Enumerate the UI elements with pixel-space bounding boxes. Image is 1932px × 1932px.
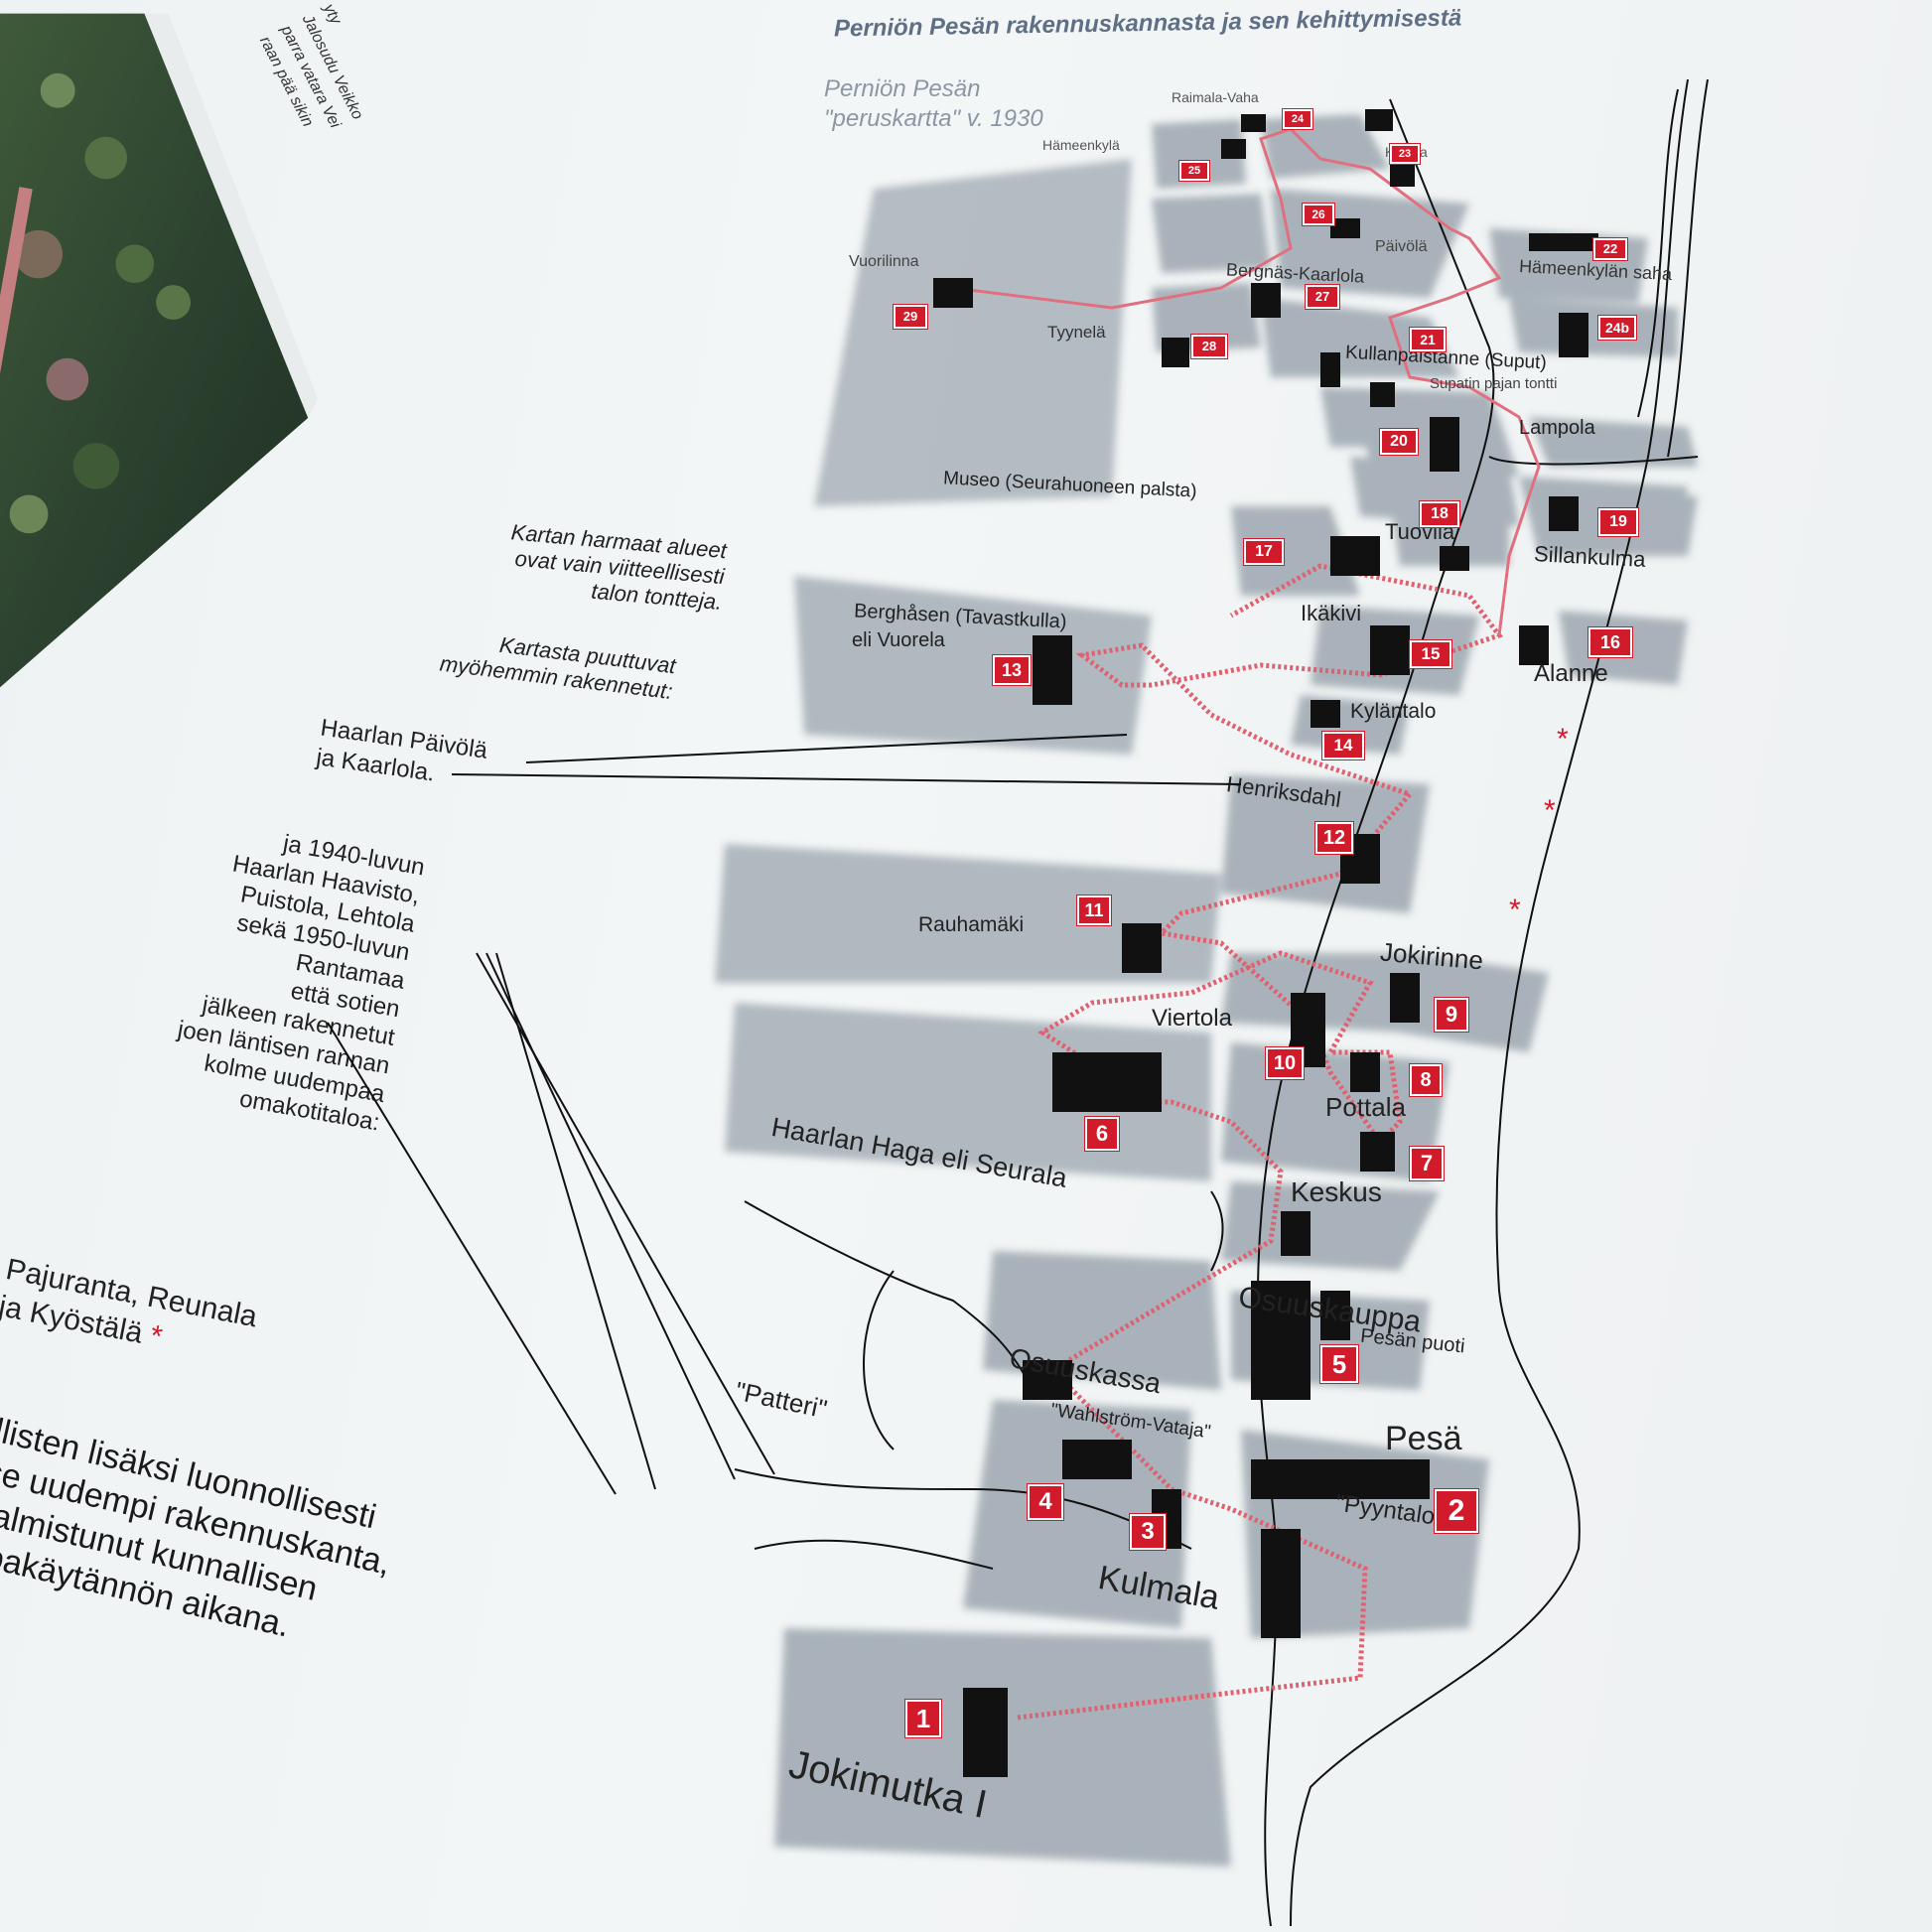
label-pottala: Pottala xyxy=(1325,1092,1406,1122)
marker-29: 29 xyxy=(894,305,927,329)
label-keskus: Keskus xyxy=(1291,1176,1382,1207)
label-hameenkyla: Hämeenkylä xyxy=(1042,137,1120,153)
marker-15: 15 xyxy=(1410,640,1451,668)
marker-23: 23 xyxy=(1390,144,1420,164)
buildings xyxy=(933,109,1598,1777)
label-vuorela: eli Vuorela xyxy=(852,629,945,651)
label-raimala: Raimala-Vaha xyxy=(1172,89,1259,105)
marker-11: 11 xyxy=(1077,896,1111,925)
marker-10: 10 xyxy=(1266,1047,1304,1079)
marker-7: 7 xyxy=(1410,1147,1444,1180)
label-lampola: Lampola xyxy=(1519,417,1595,439)
marker-12: 12 xyxy=(1315,822,1353,854)
marker-17: 17 xyxy=(1244,539,1284,565)
label-vuorilinna: Vuorilinna xyxy=(849,253,919,270)
marker-28: 28 xyxy=(1191,335,1227,358)
marker-25: 25 xyxy=(1179,161,1209,181)
label-pesa: Pesä xyxy=(1385,1420,1462,1457)
marker-9: 9 xyxy=(1435,998,1468,1032)
label-rauhamaki: Rauhamäki xyxy=(918,913,1025,936)
marker-13: 13 xyxy=(993,655,1031,685)
marker-4: 4 xyxy=(1028,1484,1063,1520)
marker-8: 8 xyxy=(1410,1064,1442,1096)
marker-3: 3 xyxy=(1130,1514,1166,1550)
asterisk-3: * xyxy=(1509,894,1521,926)
route-path xyxy=(1017,563,1504,1721)
marker-1: 1 xyxy=(905,1700,941,1737)
marker-20: 20 xyxy=(1380,429,1418,455)
label-viertola: Viertola xyxy=(1152,1005,1232,1032)
marker-26: 26 xyxy=(1303,204,1334,225)
marker-19: 19 xyxy=(1598,508,1638,536)
marker-5: 5 xyxy=(1320,1345,1358,1383)
map-caption: Perniön Pesän "peruskartta" v. 1930 xyxy=(824,75,1043,132)
aerial-photo xyxy=(0,13,318,688)
marker-14: 14 xyxy=(1322,732,1364,759)
marker-27: 27 xyxy=(1306,285,1339,309)
asterisk-2: * xyxy=(1544,794,1556,827)
marker-21: 21 xyxy=(1410,328,1446,351)
marker-24b: 24b xyxy=(1598,316,1636,340)
label-paivola: Päivölä xyxy=(1375,238,1428,255)
marker-2: 2 xyxy=(1435,1489,1478,1533)
marker-22: 22 xyxy=(1593,238,1627,260)
label-alanne: Alanne xyxy=(1534,660,1608,687)
route-path-north xyxy=(952,127,1541,636)
label-tyynela: Tyynelä xyxy=(1047,323,1106,342)
label-kylantalo: Kyläntalo xyxy=(1350,700,1437,723)
marker-24: 24 xyxy=(1283,109,1312,129)
label-supatin: Supatin pajan tontti xyxy=(1430,375,1558,392)
asterisk-1: * xyxy=(1557,723,1569,756)
marker-6: 6 xyxy=(1085,1117,1119,1151)
marker-16: 16 xyxy=(1588,627,1632,657)
label-ikakivi: Ikäkivi xyxy=(1301,601,1362,625)
marker-18: 18 xyxy=(1420,501,1459,527)
